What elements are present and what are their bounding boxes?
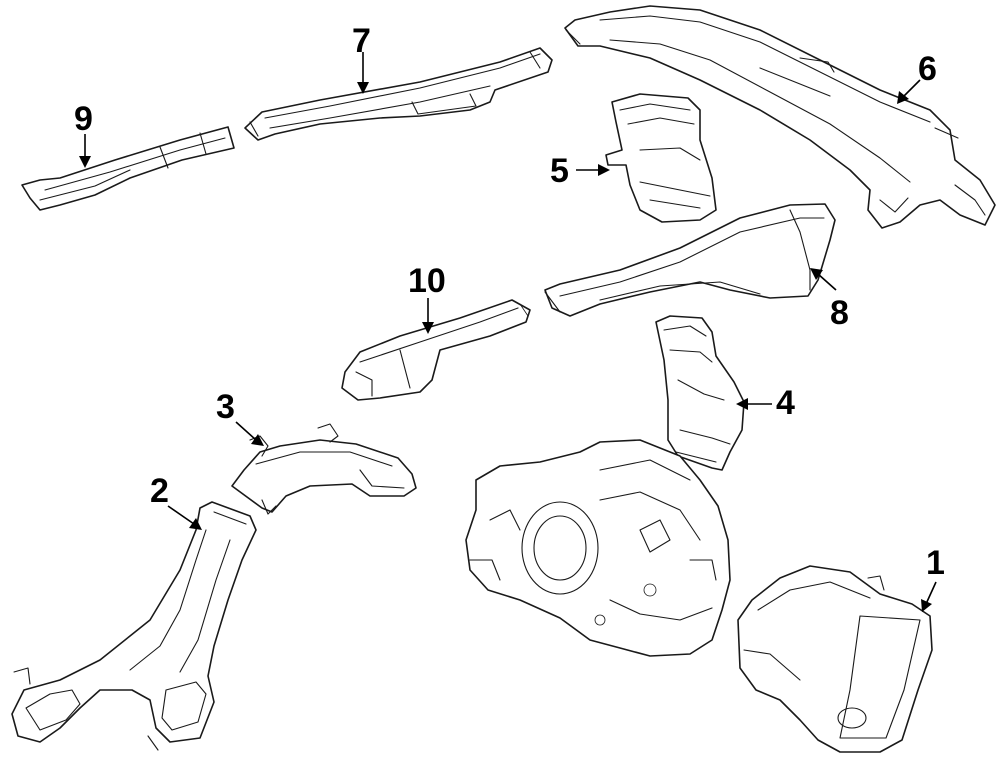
callout-10-arrowhead — [422, 322, 434, 334]
callout-10-label: 10 — [408, 262, 446, 300]
part-4-duct — [655, 315, 745, 471]
callout-10: 10 — [408, 262, 446, 334]
callout-6-arrowhead — [897, 91, 909, 104]
callout-3: 3 — [216, 388, 264, 446]
part-7-duct — [244, 47, 553, 141]
callout-6-label: 6 — [918, 50, 937, 88]
callout-9-label: 9 — [74, 100, 93, 138]
part-5-duct — [605, 93, 717, 223]
callout-4: 4 — [736, 384, 795, 422]
part-3-duct — [231, 423, 417, 515]
callout-3-label: 3 — [216, 388, 235, 426]
callout-1: 1 — [921, 544, 945, 612]
callout-8-arrowhead — [810, 268, 823, 280]
callout-9-arrowhead — [79, 156, 91, 168]
callout-8: 8 — [810, 268, 849, 332]
part-9-duct — [21, 126, 235, 211]
part-2-duct — [11, 501, 257, 751]
callout-2-leader — [167, 505, 195, 525]
callout-2: 2 — [150, 472, 202, 530]
callout-4-label: 4 — [776, 384, 795, 422]
callout-7-arrowhead — [357, 82, 369, 94]
callout-6: 6 — [897, 50, 937, 104]
callout-2-arrowhead — [189, 518, 202, 530]
callout-7: 7 — [352, 22, 371, 94]
callout-8-label: 8 — [830, 294, 849, 332]
callout-1-arrowhead — [921, 599, 932, 612]
callout-3-arrowhead — [251, 434, 264, 446]
callout-9: 9 — [74, 100, 93, 168]
callout-4-arrowhead — [736, 398, 748, 410]
callout-2-label: 2 — [150, 472, 169, 510]
callout-3-leader — [235, 421, 257, 441]
callout-1-label: 1 — [926, 544, 945, 582]
hvac-unit — [465, 439, 731, 657]
callout-1-leader — [925, 581, 937, 605]
callout-5: 5 — [550, 152, 610, 190]
part-6-duct — [564, 5, 996, 229]
part-1-blower — [737, 565, 933, 753]
callout-5-label: 5 — [550, 152, 569, 190]
callout-7-label: 7 — [352, 22, 371, 60]
part-8-duct — [544, 203, 836, 317]
callout-8-leader — [817, 273, 837, 291]
callout-5-arrowhead — [598, 164, 610, 176]
callout-6-leader — [903, 79, 921, 97]
part-10-duct — [341, 299, 531, 401]
